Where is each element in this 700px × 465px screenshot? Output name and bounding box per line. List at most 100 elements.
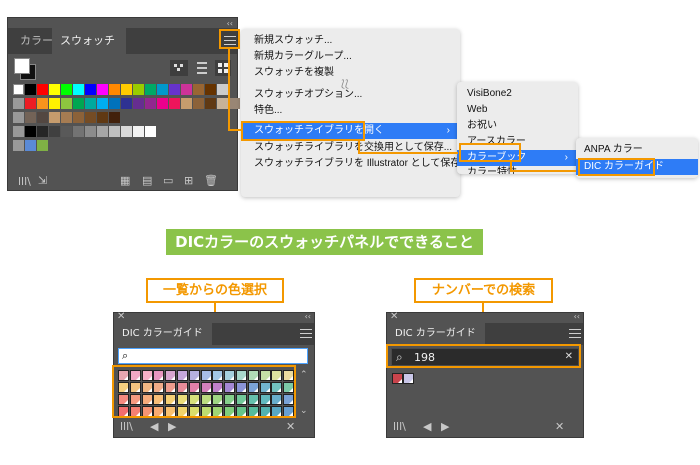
fill-stroke-indicator[interactable]: [14, 58, 36, 80]
close-icon[interactable]: ✕: [390, 311, 399, 322]
menu-item-swatch-options[interactable]: スウォッチオプション...: [254, 89, 363, 100]
swatch[interactable]: [205, 98, 216, 109]
swatch[interactable]: [193, 84, 204, 95]
swatch[interactable]: [97, 84, 108, 95]
swatch[interactable]: [133, 126, 144, 137]
swatch[interactable]: [25, 140, 36, 151]
dic-swatch[interactable]: [118, 382, 129, 393]
new-swatch-icon[interactable]: ⊞: [184, 174, 194, 187]
delete-icon[interactable]: 🗑: [204, 174, 218, 187]
swatch[interactable]: [85, 84, 96, 95]
dic-swatch[interactable]: [224, 394, 236, 405]
folder-icon[interactable]: ▭: [163, 174, 174, 187]
swatch[interactable]: [73, 126, 84, 137]
swatch[interactable]: [145, 126, 156, 137]
dic-swatch[interactable]: [247, 382, 259, 393]
dic-swatch[interactable]: [129, 394, 141, 405]
dic-swatch[interactable]: [177, 394, 188, 405]
menu-item-new-swatch[interactable]: 新規スウォッチ...: [254, 35, 333, 46]
dic-swatch[interactable]: [200, 394, 212, 405]
hamburger-menu-icon[interactable]: [569, 329, 581, 339]
swatch[interactable]: [109, 112, 120, 123]
dic-swatch[interactable]: [236, 370, 247, 381]
hamburger-menu-icon[interactable]: [224, 36, 236, 46]
menu-item-color-properties[interactable]: カラー特性: [467, 167, 517, 174]
dic-swatch[interactable]: [224, 370, 236, 381]
search-field[interactable]: ⌕: [118, 348, 308, 364]
search-field[interactable]: ⌕ 198 ✕: [391, 348, 579, 366]
swatch[interactable]: [109, 126, 120, 137]
dic-swatch[interactable]: [188, 394, 200, 405]
collapse-icon[interactable]: ‹‹: [573, 312, 580, 321]
swatch[interactable]: [37, 140, 48, 151]
dic-swatch[interactable]: [200, 382, 212, 393]
dic-swatch[interactable]: [283, 382, 295, 393]
dic-swatch[interactable]: [141, 370, 153, 381]
dic-swatch[interactable]: [118, 394, 129, 405]
dic-swatch[interactable]: [236, 382, 247, 393]
prev-icon[interactable]: ◀: [423, 420, 432, 433]
prev-icon[interactable]: ◀: [150, 420, 159, 433]
swatch[interactable]: [37, 98, 48, 109]
swatch[interactable]: [61, 126, 72, 137]
dic-swatch[interactable]: [141, 394, 153, 405]
dic-swatch[interactable]: [165, 370, 177, 381]
search-input[interactable]: 198: [414, 351, 435, 364]
swatch[interactable]: [49, 112, 60, 123]
menu-item-open-swatch-library[interactable]: スウォッチライブラリを開く ›: [241, 123, 460, 139]
new-color-group-icon[interactable]: ▤: [142, 174, 153, 187]
swatch[interactable]: [181, 84, 192, 95]
swatch[interactable]: [73, 112, 84, 123]
clear-icon[interactable]: ✕: [564, 351, 573, 362]
menu-item-web[interactable]: Web: [467, 104, 488, 115]
tools-icon[interactable]: ✕: [555, 420, 565, 433]
swatch[interactable]: [37, 112, 48, 123]
dic-swatch[interactable]: [129, 382, 141, 393]
menu-item-celebration[interactable]: お祝い: [467, 120, 497, 131]
swatch[interactable]: [25, 126, 36, 137]
tab-dic-color-guide[interactable]: DIC カラーガイド: [387, 323, 485, 345]
swatch[interactable]: [145, 84, 156, 95]
swatch[interactable]: [49, 126, 60, 137]
swatch[interactable]: [85, 112, 96, 123]
dic-swatch[interactable]: [283, 394, 295, 405]
swatch[interactable]: [25, 98, 36, 109]
collapse-icon[interactable]: ‹‹: [226, 19, 233, 28]
dic-swatch[interactable]: [271, 382, 283, 393]
swatch-result[interactable]: [403, 373, 414, 384]
swatch[interactable]: [61, 112, 72, 123]
swatch[interactable]: [73, 84, 84, 95]
dic-swatch[interactable]: [200, 370, 212, 381]
swatch[interactable]: [61, 84, 72, 95]
next-icon[interactable]: ▶: [168, 420, 177, 433]
library-icon[interactable]: lll\: [393, 420, 406, 433]
swatch[interactable]: [217, 98, 228, 109]
swatch[interactable]: [49, 98, 60, 109]
dic-swatch[interactable]: [259, 382, 271, 393]
tab-swatches[interactable]: スウォッチ: [52, 28, 126, 54]
swatch-options-icon[interactable]: ▦: [120, 174, 131, 187]
swatch[interactable]: [121, 126, 132, 137]
swatch[interactable]: [193, 98, 204, 109]
swatch[interactable]: [133, 84, 144, 95]
swatch[interactable]: [73, 98, 84, 109]
swatch-result[interactable]: [392, 373, 403, 384]
menu-item-duplicate-swatch[interactable]: スウォッチを複製: [254, 67, 334, 78]
swatch[interactable]: [61, 98, 72, 109]
dic-swatch[interactable]: [212, 370, 224, 381]
swatch[interactable]: [145, 98, 156, 109]
swatch[interactable]: [97, 126, 108, 137]
swatch[interactable]: [157, 84, 168, 95]
swatch[interactable]: [37, 126, 48, 137]
swatch[interactable]: [205, 84, 216, 95]
swatch[interactable]: [25, 112, 36, 123]
dic-swatch[interactable]: [259, 370, 271, 381]
swatch[interactable]: [37, 84, 48, 95]
menu-item-anpa-colors[interactable]: ANPA カラー: [584, 144, 643, 155]
tab-dic-color-guide[interactable]: DIC カラーガイド: [114, 323, 212, 345]
swatch[interactable]: [157, 98, 168, 109]
dic-swatch[interactable]: [165, 382, 177, 393]
hamburger-menu-icon[interactable]: [300, 329, 312, 339]
dic-swatch[interactable]: [153, 382, 165, 393]
grid-view-icon[interactable]: [215, 60, 231, 76]
